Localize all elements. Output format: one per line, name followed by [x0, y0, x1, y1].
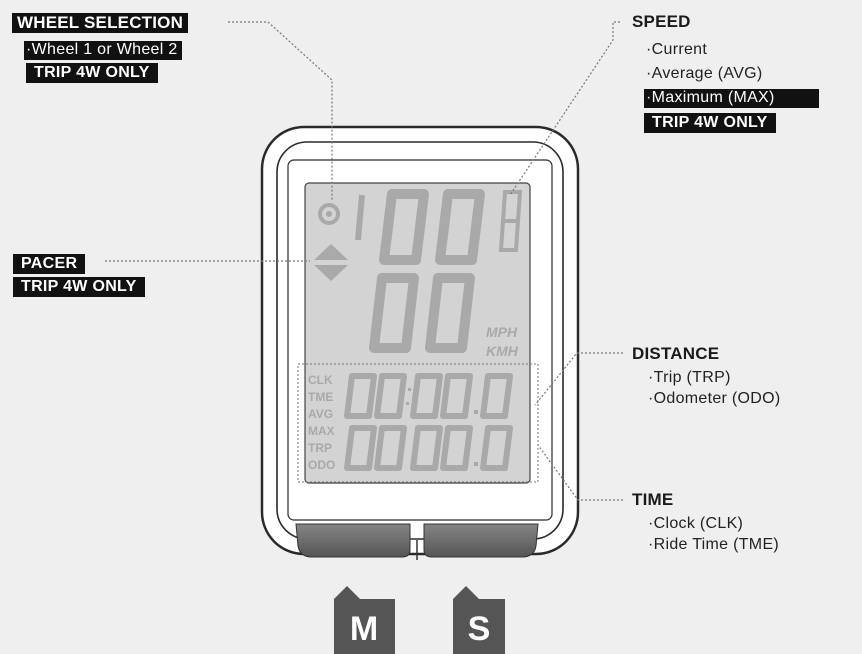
time-item-ride-time: ·Ride Time (TME): [648, 536, 780, 553]
lower-digit-row-1: [344, 373, 513, 419]
pacer-badge: TRIP 4W ONLY: [13, 277, 145, 297]
wheel-selection-icon: [318, 203, 340, 225]
pacer-title: PACER: [13, 254, 86, 274]
s-button-marker: S: [453, 586, 505, 654]
wheel-selection-item: ·Wheel 1 or Wheel 2: [24, 41, 182, 60]
mode-label: TRP: [308, 441, 332, 455]
wheel-selection-badge: TRIP 4W ONLY: [26, 63, 158, 83]
speed-item-maximum: ·Maximum (MAX): [644, 89, 819, 108]
lower-digit-row-2: [344, 425, 513, 471]
leader-lines: [105, 21, 623, 501]
mode-label: TME: [308, 390, 333, 404]
m-button-letter: M: [350, 610, 378, 648]
speed-badge: TRIP 4W ONLY: [644, 113, 776, 133]
lower-digit-separators: [406, 388, 478, 466]
lcd-lower-panel-outline: [297, 363, 539, 483]
leader-wheel: [228, 21, 333, 200]
leader-time: [537, 444, 623, 501]
distance-item-trip: ·Trip (TRP): [648, 369, 731, 386]
time-item-clock: ·Clock (CLK): [648, 515, 744, 532]
speed-title: SPEED: [632, 12, 691, 31]
mode-label: CLK: [308, 373, 333, 387]
mode-label: ODO: [308, 458, 335, 472]
leader-distance: [534, 352, 623, 406]
speed-unit-kmh: KMH: [486, 343, 519, 359]
s-button-letter: S: [468, 610, 491, 648]
speed-item-current: ·Current: [646, 41, 708, 58]
m-button-marker: M: [334, 586, 395, 654]
pacer-arrows-icon: [314, 244, 348, 281]
distance-item-odometer: ·Odometer (ODO): [648, 390, 781, 407]
m-hardware-button[interactable]: [295, 523, 411, 558]
distance-title: DISTANCE: [632, 344, 720, 363]
mode-label: AVG: [308, 407, 333, 421]
speed-unit-mph: MPH: [486, 324, 518, 340]
speed-digits: [355, 189, 485, 353]
s-hardware-button[interactable]: [423, 523, 539, 558]
speed-item-average: ·Average (AVG): [646, 65, 763, 82]
leader-speed: [509, 21, 620, 196]
mode-labels: CLK TME AVG MAX TRP ODO: [308, 373, 335, 472]
speed-decimal-digit: [498, 190, 523, 252]
time-title: TIME: [632, 490, 674, 509]
wheel-selection-title: WHEEL SELECTION: [12, 13, 189, 33]
mode-label: MAX: [308, 424, 335, 438]
